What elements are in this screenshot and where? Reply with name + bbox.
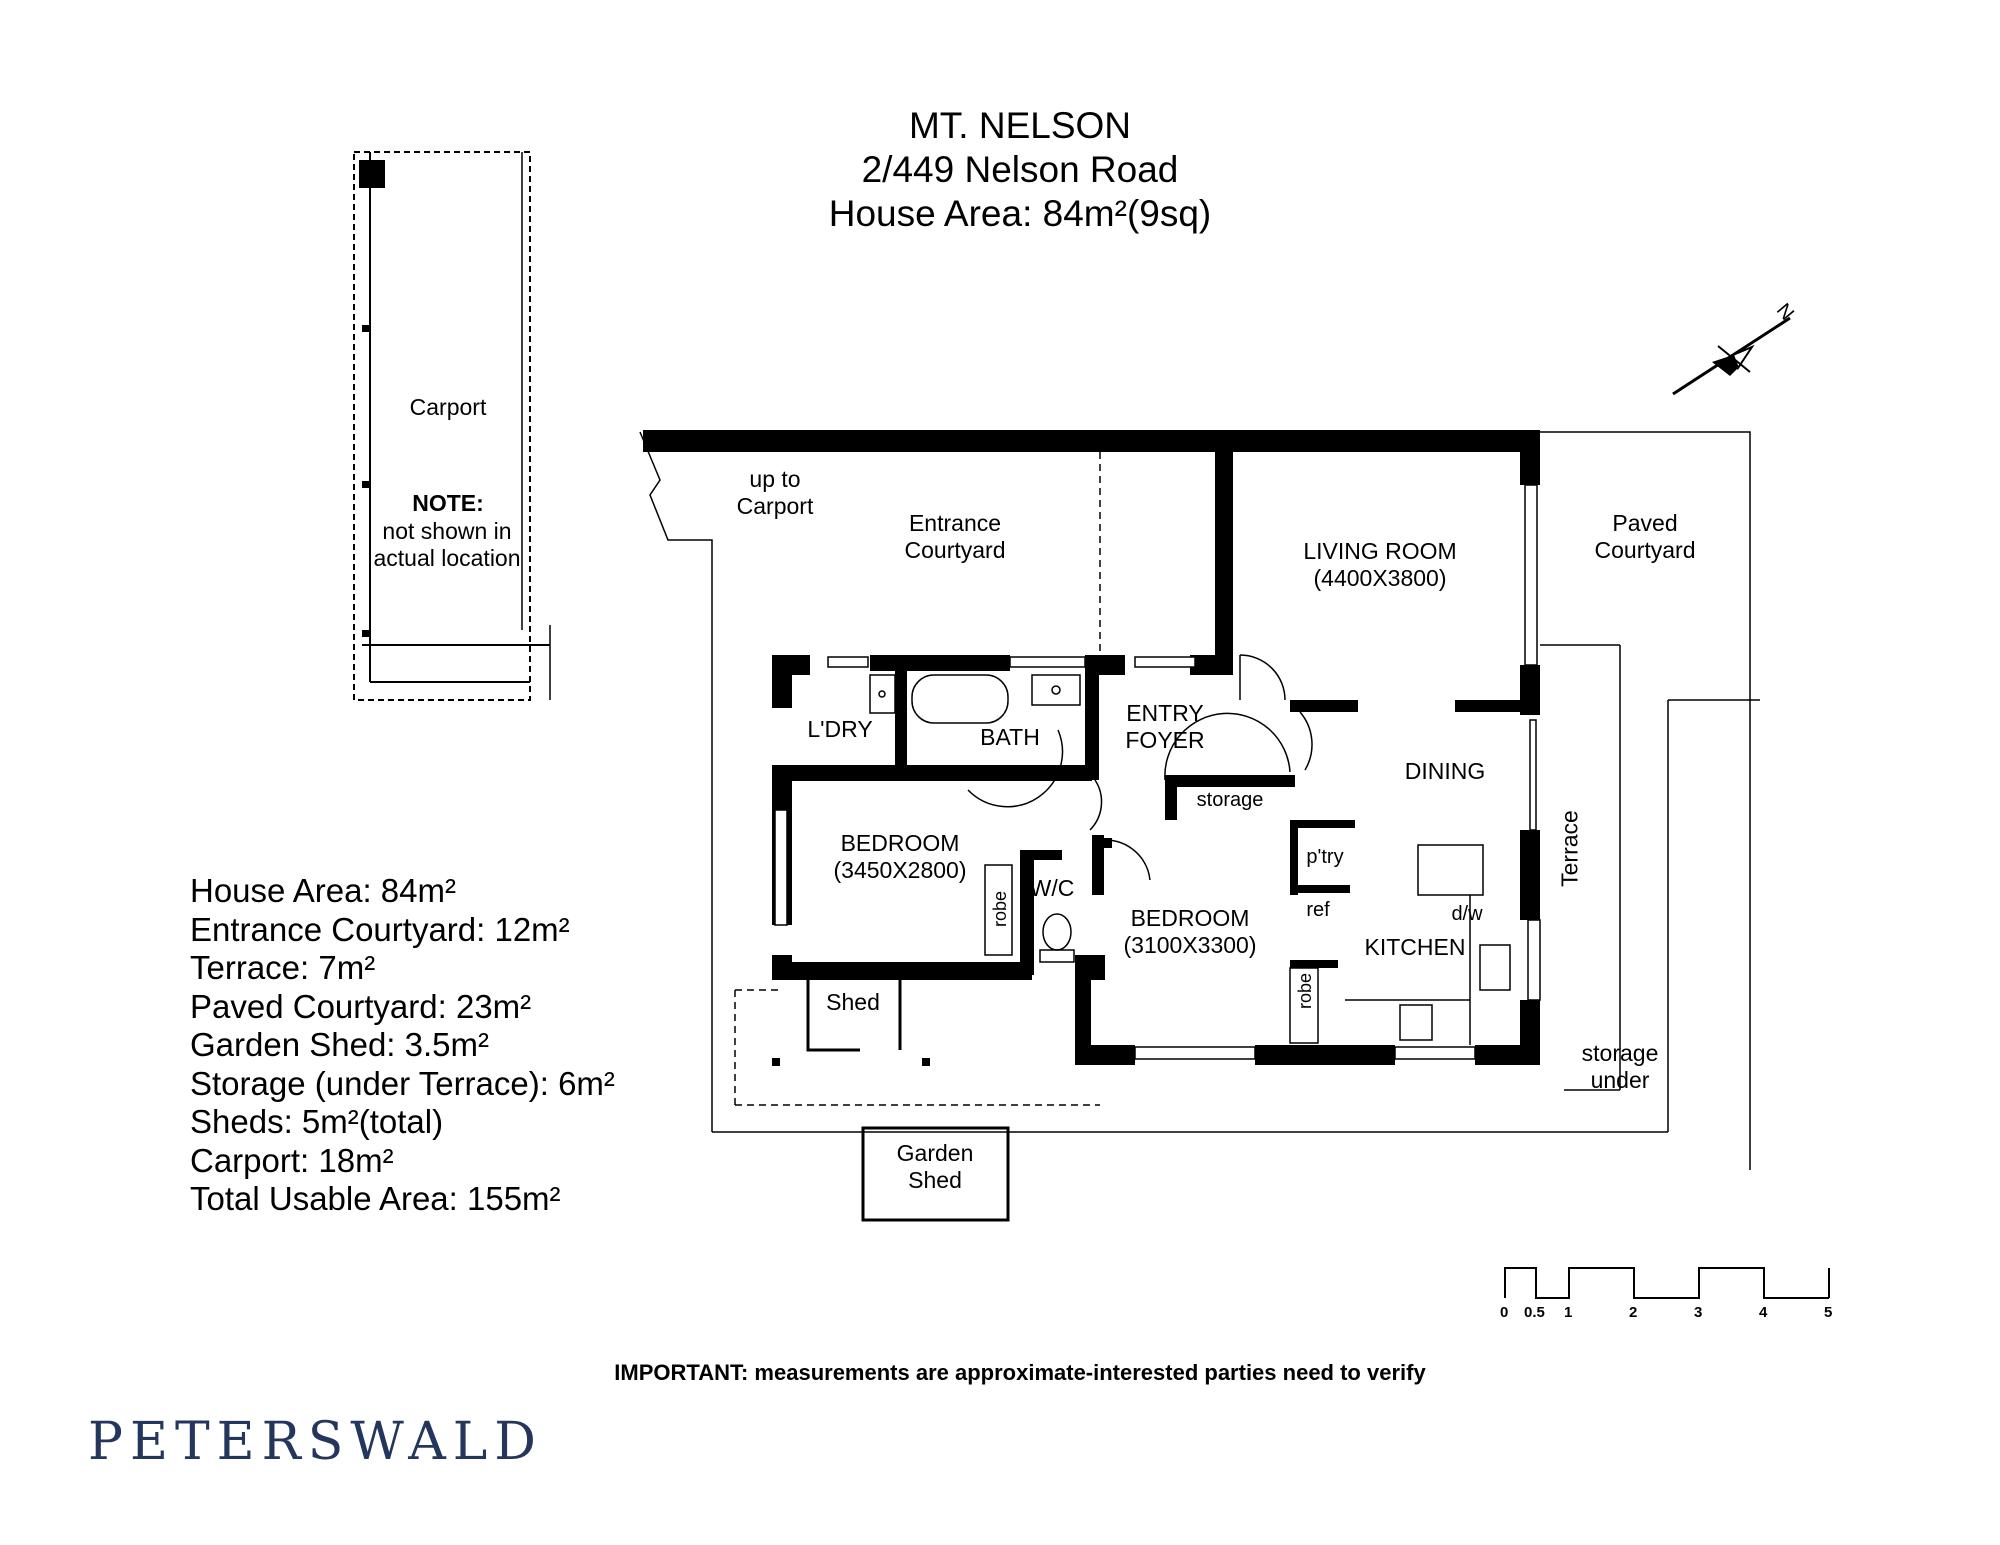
north-arrow-icon [1672,316,1791,396]
area-item: Sheds: 5m²(total) [190,1103,444,1140]
door-swings [967,654,1313,881]
area-item: Carport: 18m² [190,1141,394,1179]
bedroom1-label: BEDROOM (3450X2800) [833,830,967,883]
scale-bar [1504,1267,1830,1299]
dining-label: DINING [1404,758,1486,784]
title-block: MT. NELSON 2/449 Nelson Road House Area:… [700,104,1340,236]
storage-under-label: storage under [1581,1040,1659,1093]
suburb-title: MT. NELSON [908,105,1132,146]
paved-courtyard-label: Paved Courtyard [1594,510,1696,563]
bath-fixtures [869,674,1511,1045]
carport-outline [353,151,551,701]
robe2-label: robe [1295,972,1315,1010]
area-item: House Area: 84m² [190,872,456,909]
house-area-title: House Area: 84m²(9sq) [828,193,1212,234]
living-room-label: LIVING ROOM (4400X3800) [1303,538,1457,591]
address-title: 2/449 Nelson Road [861,149,1179,190]
bath-label: BATH [980,724,1040,750]
dashed-lines [734,452,1101,1106]
laundry-label: L'DRY [807,716,873,742]
scale-tick-label: 4 [1759,1304,1768,1321]
scale-tick-label: 2 [1629,1304,1638,1321]
scale-tick-label: 5 [1824,1304,1833,1321]
walls [643,430,1540,1065]
scale-tick-label: 1 [1564,1304,1573,1321]
kitchen-label: KITCHEN [1364,934,1466,960]
scale-tick-label: 0.5 [1524,1304,1545,1321]
storage-label: storage [1196,789,1264,811]
area-item: Garden Shed: 3.5m² [190,1026,489,1063]
area-item: Storage (under Terrace): 6m² [190,1064,615,1102]
windows [774,484,1541,1060]
entrance-courtyard-label: Entrance Courtyard [904,510,1006,563]
terrace-label: Terrace [1556,810,1583,887]
robe1-label: robe [990,890,1010,928]
wc-label: W/C [1029,875,1075,901]
area-item: Total Usable Area: 155m² [190,1180,561,1217]
area-item: Terrace: 7m² [190,949,376,986]
robes [984,864,1319,1044]
garden-shed-label: Garden Shed [896,1140,974,1193]
scale-tick-label: 3 [1694,1304,1703,1321]
measurement-notice: IMPORTANT: measurements are approximate-… [614,1360,1426,1385]
dw-label: d/w [1451,903,1483,925]
pantry-label: p'try [1306,846,1344,868]
scale-tick-label: 0 [1500,1304,1509,1321]
site-boundary [639,431,1760,1170]
carport-label: Carport [409,394,487,420]
up-to-carport-label: up to Carport [736,466,814,519]
shed-label: Shed [826,989,880,1015]
carport-note-line2: actual location [373,545,521,571]
area-item: Paved Courtyard: 23m² [190,987,532,1025]
bedroom2-label: BEDROOM (3100X3300) [1123,905,1257,958]
carport-note-line1: not shown in [382,518,512,544]
ref-label: ref [1306,899,1330,921]
carport-note-title: NOTE: [412,490,484,516]
area-list: House Area: 84m² Entrance Courtyard: 12m… [190,872,615,1219]
entry-foyer-label: ENTRY FOYER [1125,700,1205,753]
sheds [772,980,1010,1222]
brand-logo: PETERSWALD [88,1412,543,1472]
area-item: Entrance Courtyard: 12m² [190,910,570,948]
